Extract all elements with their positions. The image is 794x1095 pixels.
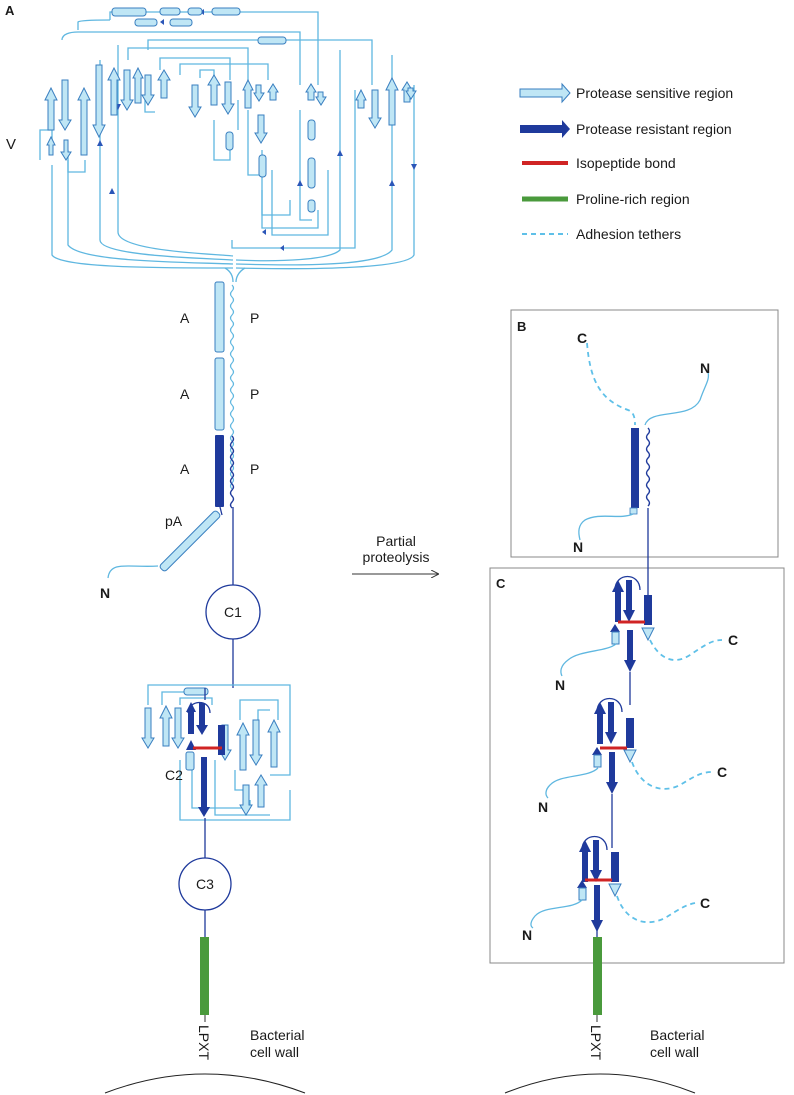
label-lpxt-right: LPXT xyxy=(588,1025,604,1060)
label-c3: C3 xyxy=(196,876,214,892)
v-stalk xyxy=(224,267,246,283)
label-wall-left-1: Bacterial xyxy=(250,1027,304,1043)
cell-wall-right xyxy=(504,1073,696,1094)
label-c-n1: N xyxy=(555,677,565,693)
panel-label-b: B xyxy=(517,319,526,334)
v-domain-strands xyxy=(44,64,417,161)
label-b-n-top: N xyxy=(700,360,710,376)
legend-label-tethers: Adhesion tethers xyxy=(576,226,681,242)
label-c-c3: C xyxy=(700,895,710,911)
label-p1: P xyxy=(250,310,259,326)
label-pa: pA xyxy=(165,513,183,529)
legend xyxy=(519,82,571,235)
label-lpxt-left: LPXT xyxy=(196,1025,212,1060)
label-n-main: N xyxy=(100,585,110,601)
panel-label-c: C xyxy=(496,576,506,591)
legend-label-resistant: Protease resistant region xyxy=(576,121,732,137)
legend-label-isopeptide: Isopeptide bond xyxy=(576,155,676,171)
legend-resistant-swatch xyxy=(520,120,570,138)
proline-rich-right xyxy=(593,937,602,1015)
panel-b-frame xyxy=(510,309,779,558)
v-domain-loop-markers xyxy=(97,9,417,251)
label-c-n3: N xyxy=(522,927,532,943)
label-v: V xyxy=(6,136,16,153)
label-proteolysis-1: Partial xyxy=(376,533,416,549)
v-domain-helices xyxy=(111,7,316,213)
legend-sensitive-swatch xyxy=(519,82,571,104)
ap-stalk xyxy=(107,281,235,586)
v-domain xyxy=(39,7,417,270)
label-b-n-bottom: N xyxy=(573,539,583,555)
label-wall-left-2: cell wall xyxy=(250,1044,299,1060)
v-domain-loops xyxy=(39,11,415,270)
label-wall-right-1: Bacterial xyxy=(650,1027,704,1043)
label-wall-right-2: cell wall xyxy=(650,1044,699,1060)
label-c-c2: C xyxy=(717,764,727,780)
proline-rich-left xyxy=(200,937,209,1015)
panel-c-unit-2 xyxy=(545,697,713,799)
label-p2: P xyxy=(250,386,259,402)
label-p3: P xyxy=(250,461,259,477)
panel-b-fragment xyxy=(578,342,710,552)
panel-c-unit-1 xyxy=(560,575,723,677)
c2-domain xyxy=(141,684,291,821)
label-a2: A xyxy=(180,386,190,402)
panel-label-a: A xyxy=(5,3,15,18)
label-c2: C2 xyxy=(165,767,183,783)
label-a3: A xyxy=(180,461,190,477)
legend-label-proline: Proline-rich region xyxy=(576,191,690,207)
label-proteolysis-2: proteolysis xyxy=(363,549,430,565)
label-b-c: C xyxy=(577,330,587,346)
panel-c-unit-3 xyxy=(530,835,696,932)
panel-c-frame xyxy=(489,567,785,964)
label-c-c1: C xyxy=(728,632,738,648)
cell-wall-left xyxy=(104,1073,306,1094)
label-c1: C1 xyxy=(224,604,242,620)
legend-label-sensitive: Protease sensitive region xyxy=(576,85,733,101)
label-a1: A xyxy=(180,310,190,326)
label-c-n2: N xyxy=(538,799,548,815)
